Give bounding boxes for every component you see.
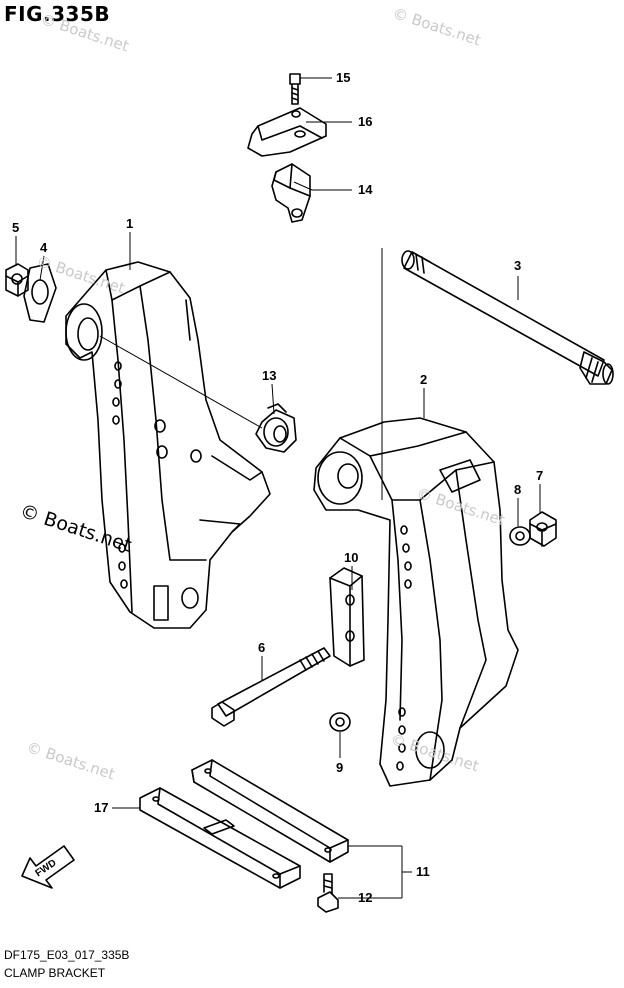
figure-caption: CLAMP BRACKET (4, 966, 106, 980)
part-12-bolt (317, 873, 339, 913)
part-7-nut (529, 511, 557, 547)
part-17-pad (139, 787, 301, 889)
callout-17: 17 (94, 800, 108, 815)
figure-code: DF175_E03_017_335B (4, 948, 130, 962)
part-10-plate (329, 567, 365, 667)
callout-13: 13 (262, 368, 276, 383)
part-9-washer (329, 712, 351, 732)
callout-5: 5 (12, 220, 19, 235)
callout-12: 12 (358, 890, 372, 905)
callout-7: 7 (536, 468, 543, 483)
part-6-bolt (211, 647, 331, 727)
callout-3: 3 (514, 258, 521, 273)
part-1-clamp-bracket-left (65, 261, 271, 629)
part-13-bushing (255, 403, 297, 453)
part-8-washer (509, 526, 531, 546)
part-2-clamp-bracket-right (313, 417, 519, 787)
callout-16: 16 (358, 114, 372, 129)
callout-11: 11 (416, 864, 430, 879)
callout-15: 15 (336, 70, 350, 85)
part-3-shaft (401, 250, 614, 385)
part-11-pad (191, 759, 349, 863)
part-14-bracket (271, 163, 311, 223)
part-16-cover (247, 107, 327, 157)
callout-4: 4 (40, 240, 48, 255)
callout-8: 8 (514, 482, 521, 497)
callout-10: 10 (344, 550, 358, 565)
callout-6: 6 (258, 640, 265, 655)
part-15-bolt (289, 73, 301, 105)
figure-title: FIG.335B (4, 2, 111, 26)
part-5-nut (5, 263, 29, 297)
fwd-arrow (21, 845, 75, 889)
callout-14: 14 (358, 182, 373, 197)
callout-labels: 15 16 14 5 4 1 3 13 2 8 7 10 6 9 17 11 1… (12, 70, 543, 905)
callout-9: 9 (336, 760, 343, 775)
callout-2: 2 (420, 372, 427, 387)
callout-1: 1 (126, 216, 133, 231)
